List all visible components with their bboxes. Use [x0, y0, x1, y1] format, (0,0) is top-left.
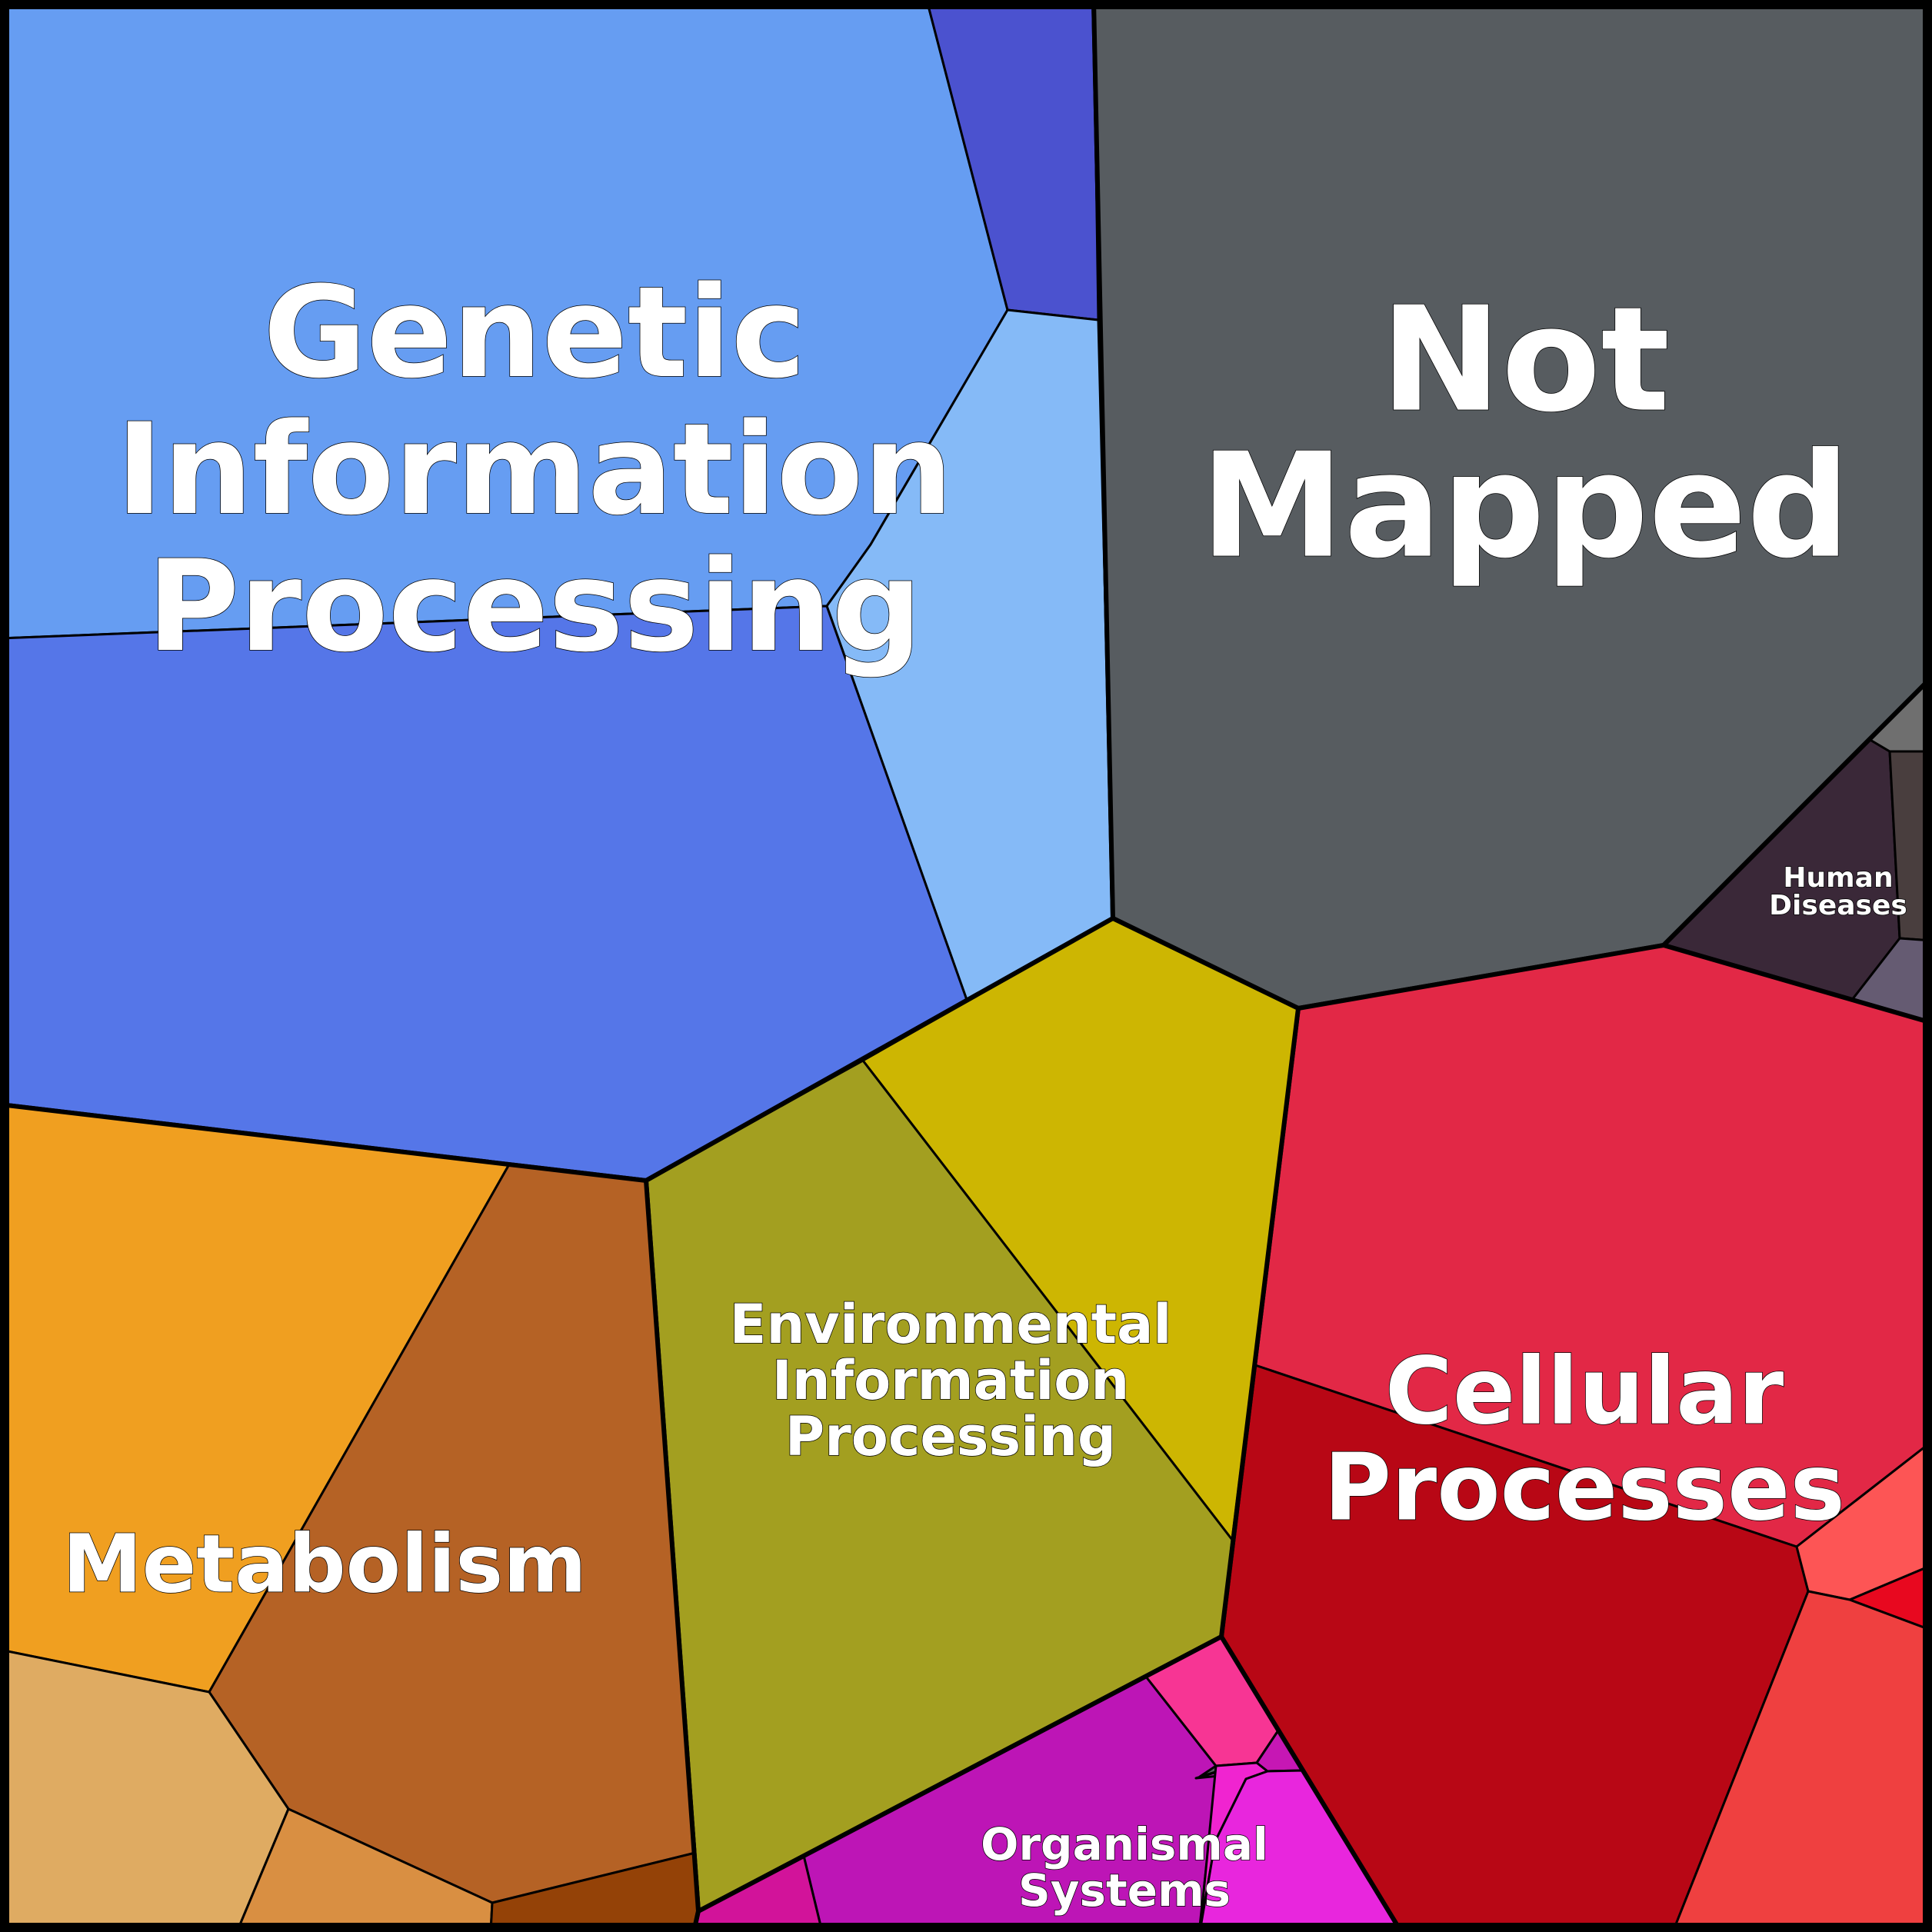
label-line: Environmental	[730, 1293, 1172, 1356]
label-metabolism: Metabolism	[62, 1517, 586, 1611]
label-line: Organismal	[981, 1818, 1268, 1870]
label-line: Metabolism	[62, 1517, 586, 1611]
label-line: Processing	[147, 533, 922, 680]
label-line: Processing	[785, 1405, 1116, 1468]
label-line: Human	[1783, 862, 1893, 894]
cell-cellular-5[interactable]	[1671, 1590, 1932, 1932]
label-line: Cellular	[1385, 1339, 1784, 1446]
label-line: Information	[772, 1349, 1130, 1412]
label-line: Mapped	[1200, 422, 1850, 591]
group-cellular	[1219, 943, 1932, 1932]
label-line: Genetic	[263, 259, 806, 406]
group-metabolism	[0, 1102, 701, 1932]
label-line: Processes	[1324, 1435, 1845, 1542]
cell-metabolism-4[interactable]	[235, 1807, 494, 1932]
group-human	[1661, 675, 1932, 1025]
label-line: Not	[1381, 276, 1670, 445]
label-line: Diseases	[1769, 890, 1907, 921]
label-line: Information	[116, 396, 953, 543]
cell-human-3[interactable]	[1888, 750, 1932, 942]
cell-human-4[interactable]	[1850, 937, 1932, 1024]
label-line: Systems	[1018, 1864, 1231, 1917]
